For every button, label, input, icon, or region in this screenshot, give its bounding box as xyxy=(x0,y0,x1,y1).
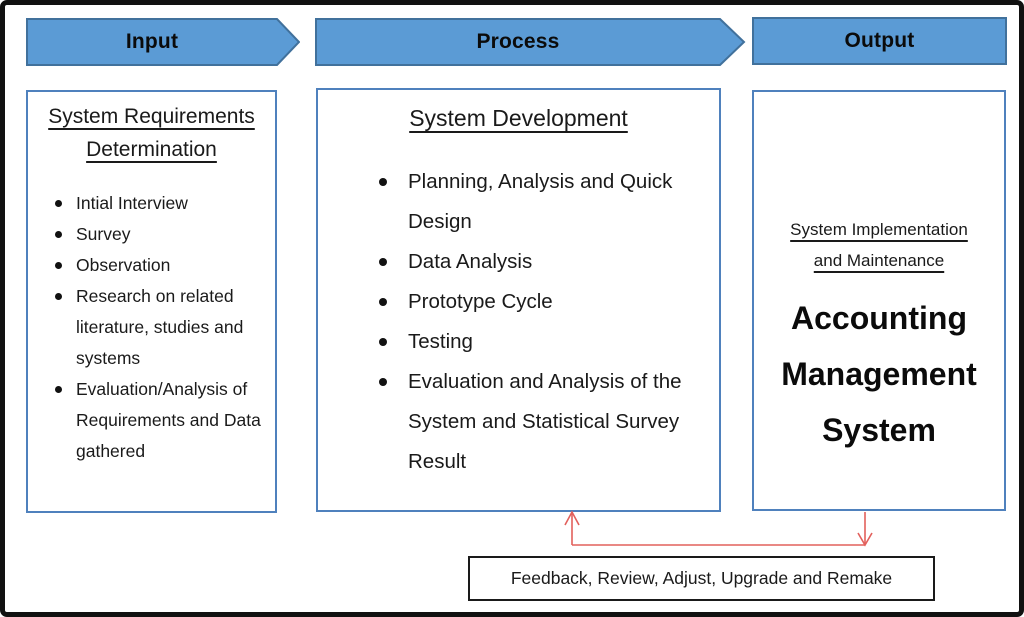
input-items-list: Intial Interview Survey Observation Rese… xyxy=(32,188,271,467)
arrow-down-icon xyxy=(857,532,873,547)
process-box-title-text: System Development xyxy=(409,105,628,131)
list-item: Data Analysis xyxy=(378,242,711,282)
output-box-title: Accounting Management System xyxy=(758,290,1000,458)
input-arrow-shape: Input xyxy=(26,18,300,66)
process-box: System Development Planning, Analysis an… xyxy=(316,88,721,512)
list-item: Intial Interview xyxy=(54,188,269,219)
output-subtitle-line2: and Maintenance xyxy=(813,251,945,270)
output-box-subtitle: System Implementation and Maintenance xyxy=(758,214,1000,276)
process-arrow-label: Process xyxy=(476,30,560,53)
output-header-box: Output xyxy=(752,17,1007,65)
arrow-up-icon xyxy=(564,510,580,526)
input-arrow-label: Input xyxy=(125,30,179,53)
output-subtitle-line1: System Implementation xyxy=(790,220,968,239)
feedback-box-label: Feedback, Review, Adjust, Upgrade and Re… xyxy=(510,568,893,588)
output-header-label: Output xyxy=(844,29,915,52)
process-box-title: System Development xyxy=(324,102,713,134)
list-item: Prototype Cycle xyxy=(378,282,711,322)
output-title-line1: Accounting xyxy=(791,300,967,336)
list-item: Evaluation/Analysis of Requirements and … xyxy=(54,374,269,467)
feedback-connector xyxy=(564,510,873,547)
list-item: Observation xyxy=(54,250,269,281)
list-item: Evaluation and Analysis of the System an… xyxy=(378,362,711,482)
list-item: Survey xyxy=(54,219,269,250)
output-title-line2: Management xyxy=(781,356,977,392)
right-arrow-icon xyxy=(26,18,300,66)
output-title-line3: System xyxy=(822,412,936,448)
input-box: System Requirements Determination Intial… xyxy=(26,90,277,513)
input-box-title: System Requirements Determination xyxy=(32,100,271,166)
right-arrow-icon xyxy=(315,18,746,66)
output-box: System Implementation and Maintenance Ac… xyxy=(752,90,1006,511)
list-item: Research on related literature, studies … xyxy=(54,281,269,374)
process-arrow-shape: Process xyxy=(315,18,746,66)
list-item: Planning, Analysis and Quick Design xyxy=(378,162,711,242)
feedback-box: Feedback, Review, Adjust, Upgrade and Re… xyxy=(468,556,935,601)
list-item: Testing xyxy=(378,322,711,362)
input-box-title-line1: System Requirements xyxy=(48,105,255,128)
process-items-list: Planning, Analysis and Quick Design Data… xyxy=(324,162,713,482)
input-box-title-line2: Determination xyxy=(86,138,217,161)
